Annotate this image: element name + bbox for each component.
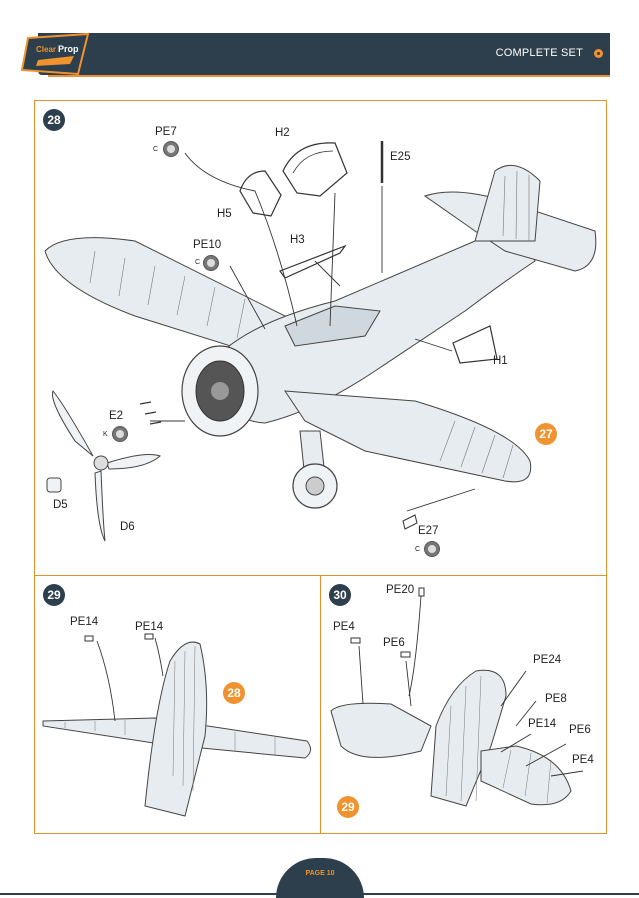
step-30-drawing — [330, 587, 584, 807]
part-label-e27: E27 — [418, 525, 439, 537]
step-30-panel: 30 29 PE20 PE4 PE6 PE24 PE8 PE14 PE6 PE4 — [320, 575, 607, 834]
step-badge: 30 — [329, 584, 351, 606]
svg-text:Clear: Clear — [36, 45, 56, 54]
part-label-d6: D6 — [120, 521, 135, 533]
step-28-drawing — [44, 141, 597, 542]
header-bar — [38, 33, 610, 75]
footer-page-tab — [276, 858, 364, 898]
part-label-pe14: PE14 — [135, 621, 164, 633]
reference-step-badge: 27 — [535, 423, 557, 445]
part-label-pe14: PE14 — [70, 616, 99, 628]
header-stripe — [48, 75, 610, 77]
sprue-chip-icon — [112, 426, 128, 442]
sprue-chip-icon — [203, 255, 219, 271]
part-label-pe14: PE14 — [528, 718, 557, 730]
page-number: PAGE 10 — [305, 870, 335, 877]
step-29-panel: 29 28 PE14 PE14 — [34, 575, 321, 834]
part-label-pe7: PE7 — [155, 126, 177, 138]
step-28-panel: 28 27 PE7 C H2 E25 H5 PE10 C H3 H1 E2 K … — [34, 100, 607, 576]
part-label-e25: E25 — [390, 151, 411, 163]
part-label-pe6: PE6 — [383, 637, 405, 649]
part-label-pe24: PE24 — [533, 654, 562, 666]
part-label-pe4: PE4 — [333, 621, 355, 633]
part-label-pe4: PE4 — [572, 754, 594, 766]
part-label-e2: E2 — [109, 410, 124, 422]
step-29-drawing — [42, 633, 311, 817]
part-code-e27: C — [415, 546, 421, 553]
part-label-pe8: PE8 — [545, 693, 567, 705]
sprue-chip-icon — [424, 541, 440, 557]
part-label-h2: H2 — [275, 127, 290, 139]
sprue-chip-icon — [163, 141, 179, 157]
brand-logo: Clear Prop — [18, 30, 96, 78]
step-badge: 28 — [43, 109, 65, 131]
step-badge: 29 — [43, 584, 65, 606]
part-label-h1: H1 — [493, 355, 508, 367]
part-code-pe10: C — [195, 259, 201, 266]
part-code-pe7: C — [153, 146, 159, 153]
reference-step-badge: 29 — [337, 796, 359, 818]
header-title: COMPLETE SET — [495, 47, 583, 59]
header-bullet-icon — [594, 49, 603, 58]
part-label-d5: D5 — [53, 499, 68, 511]
part-label-pe6: PE6 — [569, 724, 591, 736]
svg-text:Prop: Prop — [58, 44, 79, 54]
part-label-h3: H3 — [290, 234, 305, 246]
reference-step-badge: 28 — [223, 682, 245, 704]
part-label-h5: H5 — [217, 208, 232, 220]
part-label-pe20: PE20 — [386, 584, 415, 596]
part-label-pe10: PE10 — [193, 239, 222, 251]
part-code-e2: K — [103, 431, 108, 438]
